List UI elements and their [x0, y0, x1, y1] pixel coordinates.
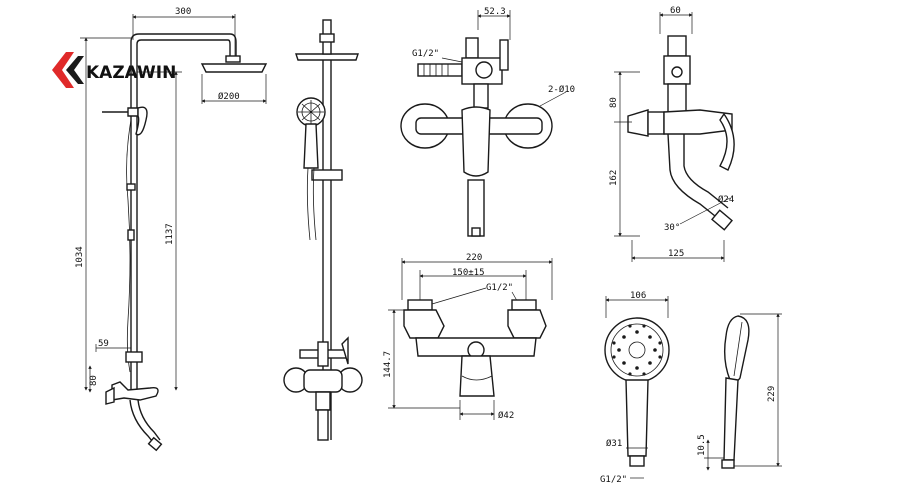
- dim-centers: 150±15: [452, 268, 485, 278]
- dim-low-height: 80: [89, 375, 99, 386]
- dim-top-width: 300: [175, 7, 191, 17]
- dim-angle: 30°: [664, 223, 680, 233]
- shower-front-view: 300 Ø200 1034 1137 59: [75, 7, 268, 452]
- dim-fix-holes: 2-Ø10: [548, 84, 575, 95]
- brand-logo: KAZAWIN: [52, 52, 176, 88]
- mixer-side-view: 60 80 162 30° Ø24 125: [609, 6, 735, 262]
- shower-side-view: [283, 19, 363, 441]
- spray-nozzles: [612, 324, 662, 376]
- dim-body-height: 144.7: [383, 351, 393, 378]
- dim-hand-thread: G1/2": [600, 475, 627, 485]
- dim-height-total: 1034: [75, 246, 85, 268]
- dim-side-80: 80: [609, 97, 619, 108]
- dim-side-162: 162: [609, 170, 619, 186]
- dim-hand-diameter: Ø31: [606, 438, 622, 449]
- mixer-top-view: 220 150±15 G1/2" 144.7 Ø42: [383, 253, 553, 421]
- dim-side-125: 125: [668, 249, 684, 259]
- hand-shower-side-view: 229 10.5: [697, 313, 782, 471]
- dim-body-220: 220: [466, 253, 482, 263]
- dim-outlet-diameter: Ø42: [498, 410, 514, 421]
- dim-hand-10-5: 10.5: [697, 434, 707, 456]
- dim-body-thread: G1/2": [486, 283, 513, 293]
- logo-mark-icon: [52, 52, 74, 88]
- dim-side-top: 60: [670, 6, 681, 16]
- dim-spout-diameter: Ø24: [718, 194, 734, 205]
- dim-hand-length: 229: [767, 386, 777, 402]
- dim-top-offset: 52.3: [484, 7, 506, 17]
- dim-height-rail: 1137: [165, 223, 175, 245]
- hand-shower-front-view: 106 Ø31 G1/2": [600, 291, 670, 485]
- dim-inlet-thread: G1/2": [412, 49, 439, 59]
- dim-arm-offset: 59: [98, 339, 109, 349]
- mixer-front-view: 52.3 G1/2" 2-Ø10: [400, 7, 575, 237]
- dim-hand-width: 106: [630, 291, 646, 301]
- dim-head-diameter: Ø200: [218, 91, 240, 102]
